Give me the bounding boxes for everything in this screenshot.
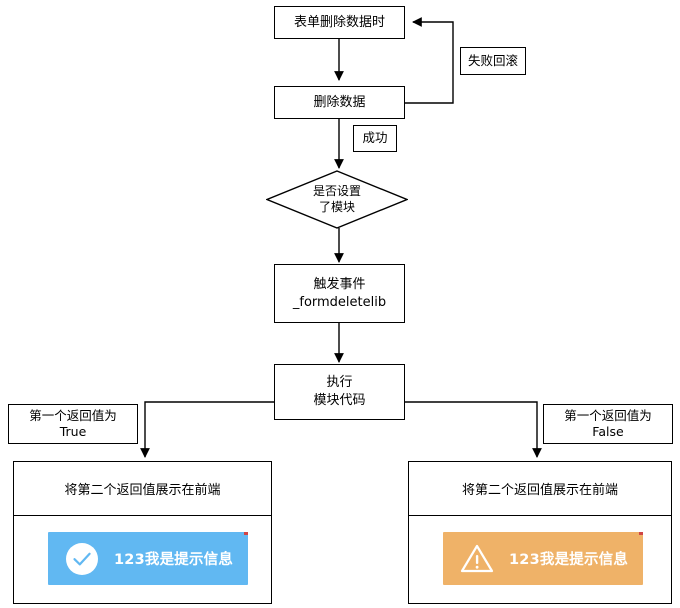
node-delete-data[interactable]: 删除数据: [274, 86, 405, 119]
edge-label-branch-false: 第一个返回值为 False: [543, 404, 673, 444]
check-circle-icon: [63, 540, 101, 578]
edge-execute-to-left-result: [140, 401, 275, 458]
result-divider-left: [14, 515, 271, 516]
result-title-right: 将第二个返回值展示在前端: [461, 483, 618, 498]
result-box-false-branch: 将第二个返回值展示在前端 123我是提示信息: [408, 461, 672, 604]
toast-corner-marker-left: [244, 532, 248, 535]
result-title-left: 将第二个返回值展示在前端: [64, 483, 221, 498]
warning-toast[interactable]: 123我是提示信息: [443, 532, 643, 585]
node-decision-label: 是否设置 了模块: [312, 183, 361, 214]
node-execute-module[interactable]: 执行 模块代码: [274, 364, 405, 420]
node-trigger-event[interactable]: 触发事件 _formdeletelib: [274, 264, 405, 323]
edge-label-rollback: 失败回滚: [460, 47, 526, 75]
result-body-right: 123我是提示信息: [409, 516, 671, 604]
warning-toast-text: 123我是提示信息: [509, 552, 629, 568]
edge-rollback-loop: [405, 17, 454, 104]
result-body-left: 123我是提示信息: [14, 516, 271, 604]
success-toast[interactable]: 123我是提示信息: [48, 532, 248, 585]
node-start[interactable]: 表单删除数据时: [274, 6, 405, 39]
edge-execute-to-right-result: [405, 401, 542, 458]
edge-label-branch-true: 第一个返回值为 True: [8, 404, 138, 444]
node-decision-module-set[interactable]: 是否设置 了模块: [266, 170, 408, 229]
edge-label-success: 成功: [353, 125, 397, 152]
result-divider-right: [409, 515, 671, 516]
result-box-true-branch: 将第二个返回值展示在前端 123我是提示信息: [13, 461, 272, 604]
warning-triangle-icon: [458, 540, 496, 578]
success-toast-text: 123我是提示信息: [114, 552, 234, 568]
toast-corner-marker-right: [639, 532, 643, 535]
diamond-shape: [266, 170, 408, 229]
